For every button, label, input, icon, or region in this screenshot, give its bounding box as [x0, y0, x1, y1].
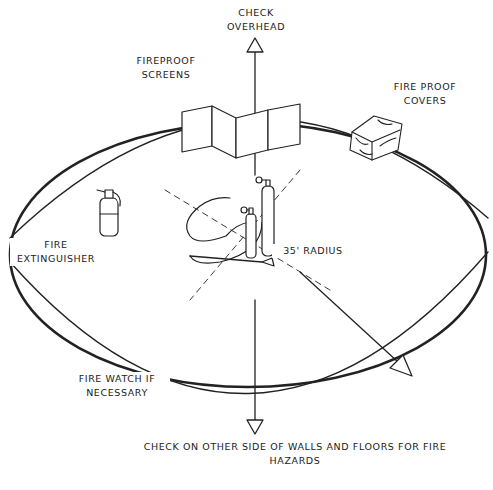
arrowhead	[247, 420, 263, 434]
label-text: 35' RADIUS	[272, 244, 354, 258]
label-text: FIRE WATCH IF NECESSARY	[64, 372, 170, 400]
down-arrow	[254, 300, 255, 420]
welding-outfit	[187, 177, 274, 266]
label-text: CHECK OVERHEAD	[220, 6, 292, 34]
center-lines	[165, 170, 330, 300]
label-text: CHECK ON OTHER SIDE OF WALLS AND FLOORS …	[140, 440, 450, 468]
fire-extinguisher	[97, 190, 120, 236]
arrowhead	[247, 38, 263, 52]
label-text: FIRE PROOF COVERS	[384, 80, 466, 108]
radius-arrow	[300, 272, 398, 362]
label-text: FIREPROOF SCREENS	[122, 54, 210, 82]
arrowhead	[390, 355, 412, 376]
label-text: FIRE EXTINGUISHER	[10, 238, 102, 266]
fireproof-covers	[350, 116, 402, 160]
fireproof-screen	[182, 104, 300, 158]
floor-ellipse	[10, 123, 486, 387]
